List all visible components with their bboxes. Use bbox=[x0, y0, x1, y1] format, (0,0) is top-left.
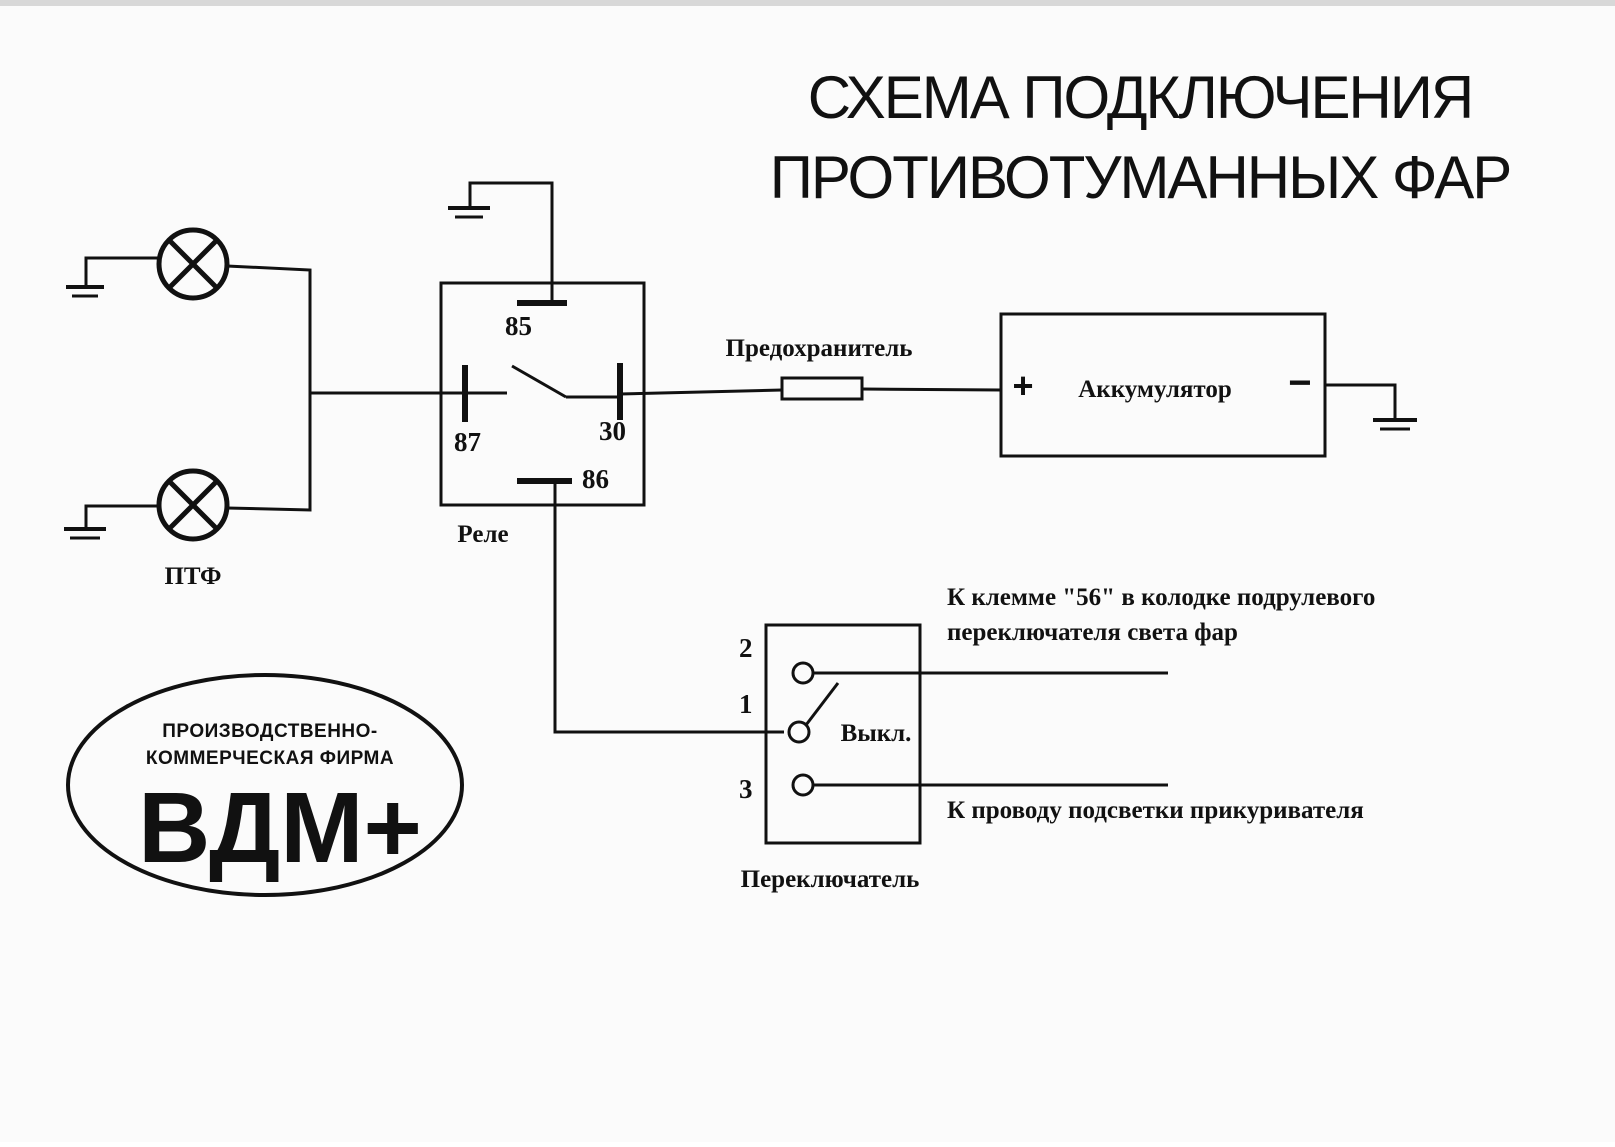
ground-icon bbox=[1373, 418, 1417, 431]
relay-85-label: 85 bbox=[505, 311, 532, 341]
switch-arm bbox=[804, 682, 840, 726]
lamp-bottom-ground-wire bbox=[84, 504, 159, 529]
ground-icon bbox=[64, 527, 106, 540]
switch-box bbox=[764, 623, 922, 845]
ground-icon bbox=[66, 285, 104, 298]
terminal-56-note-line-2: переключателя света фар bbox=[947, 619, 1238, 646]
company-logo: ПРОИЗВОДСТВЕННО- КОММЕРЧЕСКАЯ ФИРМА ВДМ+ bbox=[66, 673, 464, 897]
switch-label: Переключатель bbox=[741, 866, 920, 893]
switch-contact-1 bbox=[787, 720, 811, 744]
battery-plus-sign: + bbox=[1012, 365, 1033, 406]
relay-switch-arm bbox=[511, 364, 567, 399]
title-line-2: ПРОТИВОТУМАННЫХ ФАР bbox=[770, 144, 1511, 211]
relay-30-to-fuse-wire bbox=[619, 388, 783, 396]
switch-contact-3 bbox=[791, 773, 815, 797]
fuse-to-battery-wire bbox=[861, 387, 1002, 392]
fuse-icon bbox=[780, 376, 864, 401]
title-line-1: СХЕМА ПОДКЛЮЧЕНИЯ bbox=[808, 64, 1473, 131]
relay-86-to-switch-wire bbox=[553, 483, 784, 734]
battery-ground-wire bbox=[1325, 383, 1397, 418]
ground-icon bbox=[448, 206, 490, 219]
relay-30-label: 30 bbox=[599, 416, 626, 446]
lamp-top-feed-wire bbox=[226, 264, 312, 512]
logo-brand: ВДМ+ bbox=[138, 772, 422, 884]
scan-edge-top bbox=[0, 0, 1615, 6]
logo-line-2: КОММЕРЧЕСКАЯ ФИРМА bbox=[146, 748, 394, 769]
switch-contact-2 bbox=[791, 661, 815, 685]
fog-lamp-bottom bbox=[156, 468, 230, 542]
lamps-label: ПТФ bbox=[164, 563, 221, 590]
fuse-label: Предохранитель bbox=[726, 335, 913, 362]
relay-86-label: 86 bbox=[582, 464, 609, 494]
switch-pin-2-label: 2 bbox=[739, 633, 753, 663]
switch-off-label: Выкл. bbox=[841, 720, 912, 747]
logo-line-1: ПРОИЗВОДСТВЕННО- bbox=[162, 721, 378, 742]
fog-lamp-top bbox=[156, 227, 230, 301]
relay-85-ground-wire bbox=[468, 181, 554, 300]
battery-minus-sign: − bbox=[1288, 361, 1311, 405]
switch-pin-3-label: 3 bbox=[739, 774, 753, 804]
lamp-top-ground-wire bbox=[84, 256, 159, 287]
battery-label: Аккумулятор bbox=[1078, 376, 1232, 403]
relay-label: Реле bbox=[457, 521, 508, 548]
lighter-wire-note: К проводу подсветки прикуривателя bbox=[947, 797, 1364, 824]
relay-87-label: 87 bbox=[454, 427, 481, 457]
switch-pin-1-label: 1 bbox=[739, 689, 753, 719]
terminal-56-note-line-1: К клемме "56" в колодке подрулевого bbox=[947, 584, 1375, 611]
